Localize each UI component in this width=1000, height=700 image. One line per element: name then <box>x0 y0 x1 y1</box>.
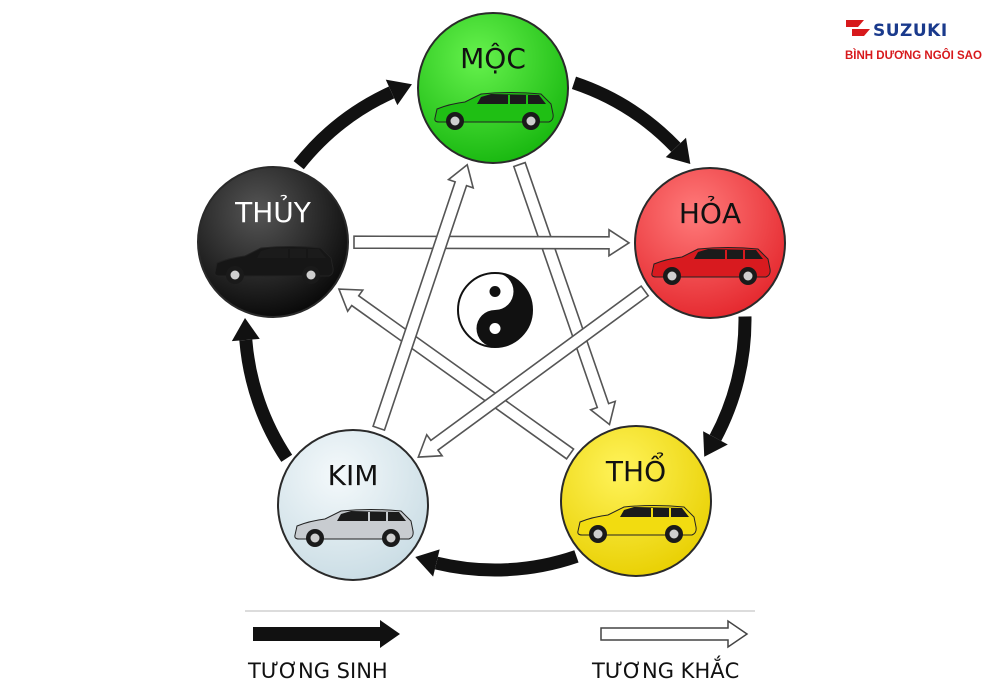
brand-subtitle: BÌNH DƯƠNG NGÔI SAO <box>845 49 982 62</box>
car-icon <box>214 246 334 284</box>
generating-arrow-kim-thuy <box>231 318 293 462</box>
outline-arrow-icon <box>600 619 749 649</box>
generating-cycle <box>231 76 752 577</box>
element-label: THỔ <box>605 451 666 488</box>
legend: TƯƠNG SINH TƯƠNG KHẮC <box>245 610 755 683</box>
element-node-thuy: THỦY <box>197 166 349 318</box>
element-node-kim: KIM <box>277 429 429 581</box>
brand-name: SUZUKI <box>873 21 948 41</box>
element-label: HỎA <box>679 194 741 230</box>
generating-arrow-tho-kim <box>415 549 579 577</box>
element-circle <box>560 425 712 577</box>
generating-arrow-thuy-moc <box>293 79 412 170</box>
yin-yang-icon <box>457 272 533 348</box>
car-icon <box>294 509 414 547</box>
overcoming-arrow-hoa-kim <box>417 284 650 458</box>
overcoming-arrow-moc-tho <box>512 161 617 426</box>
overcoming-cycle <box>337 161 650 460</box>
element-label: KIM <box>328 459 379 492</box>
element-circle <box>417 12 569 164</box>
element-node-hoa: HỎA <box>634 167 786 319</box>
overcoming-arrow-thuy-hoa <box>353 228 631 258</box>
overcoming-arrow-tho-thuy <box>337 288 575 460</box>
element-node-tho: THỔ <box>560 425 712 577</box>
car-icon <box>434 92 554 130</box>
element-label: MỘC <box>460 41 526 75</box>
generating-arrow-moc-hoa <box>571 76 691 164</box>
suzuki-s-icon <box>846 20 870 36</box>
legend-overcoming-label: TƯƠNG KHẮC <box>591 655 739 683</box>
element-node-moc: MỘC <box>417 12 569 164</box>
suzuki-logo: SUZUKI BÌNH DƯƠNG NGÔI SAO <box>845 20 982 62</box>
element-label: THỦY <box>234 193 312 229</box>
generating-arrow-hoa-tho <box>703 316 752 457</box>
element-circle <box>634 167 786 319</box>
solid-arrow-icon <box>253 620 400 648</box>
overcoming-arrow-kim-moc <box>372 163 475 432</box>
legend-generating-label: TƯƠNG SINH <box>247 659 388 683</box>
car-icon <box>651 247 771 285</box>
element-circle <box>197 166 349 318</box>
element-circle <box>277 429 429 581</box>
element-nodes: MỘC HỎA THỔ KIM THỦY <box>197 12 786 581</box>
car-icon <box>577 505 697 543</box>
